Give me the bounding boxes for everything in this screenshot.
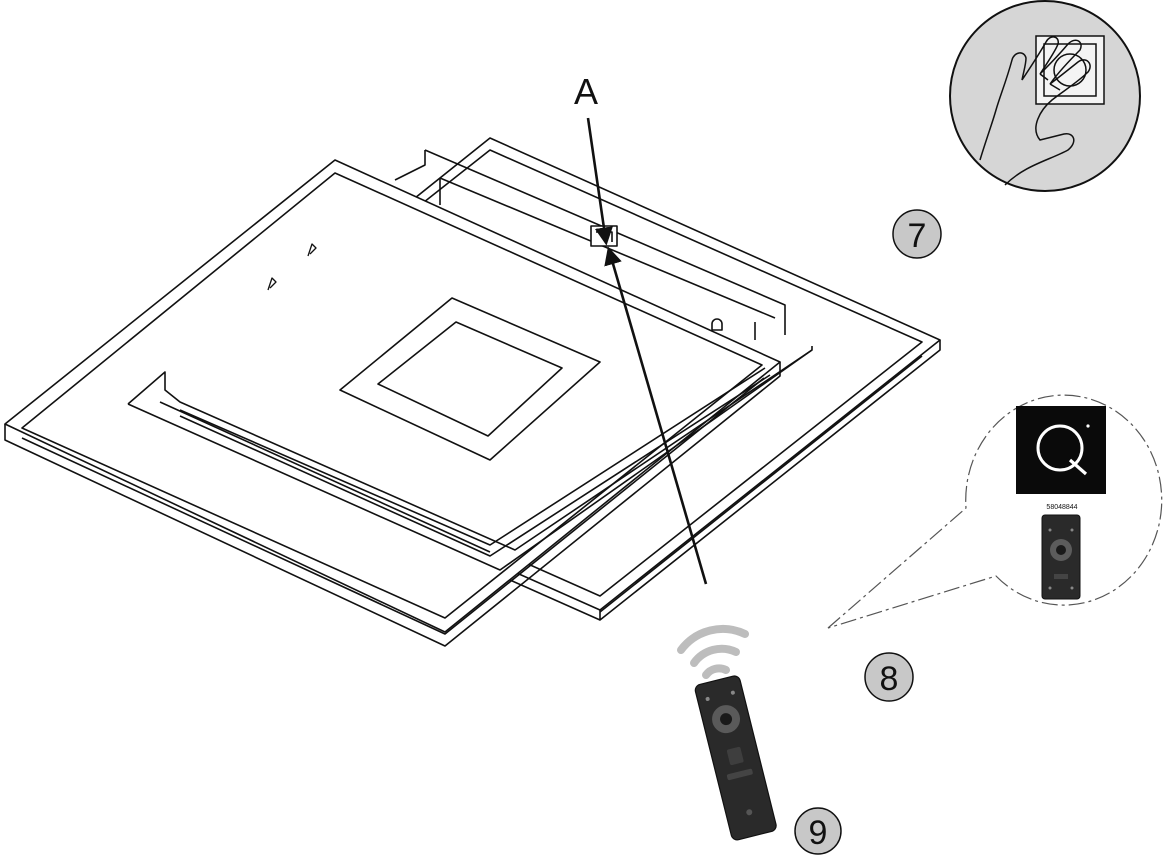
- step-7-badge: 7: [892, 209, 942, 259]
- lamp-center-squares: [339, 297, 601, 461]
- lamp-inner-panel: [127, 346, 813, 571]
- pairing-callout: 58048844 8: [827, 394, 1163, 702]
- svg-text:7: 7: [908, 217, 927, 255]
- q-logo-icon: [1016, 406, 1106, 494]
- remote-code-label: 58048844: [1046, 504, 1077, 511]
- pointer-a: A: [574, 71, 708, 585]
- ceiling-lamp: [4, 137, 941, 647]
- pointer-a-arrow: [586, 117, 613, 246]
- step-9-badge: 9: [794, 807, 842, 855]
- svg-text:8: 8: [880, 660, 899, 698]
- svg-text:9: 9: [809, 814, 828, 852]
- hook-marks: [267, 243, 317, 291]
- remote-illustration: 9: [677, 625, 842, 855]
- wireless-signal-icon: [677, 625, 749, 679]
- step-8-badge: 8: [864, 652, 914, 702]
- remote-control-icon: [1041, 514, 1081, 600]
- remote-signal-arrow: [604, 246, 708, 585]
- lamp-lower-frame: [4, 159, 781, 647]
- pointer-a-label: A: [574, 71, 598, 112]
- remote-control-icon: [694, 675, 777, 841]
- wall-switch-illustration: 7: [892, 0, 1141, 259]
- callout-bubble: [827, 394, 1163, 629]
- hand-pressing-wall-switch-icon: [979, 35, 1105, 186]
